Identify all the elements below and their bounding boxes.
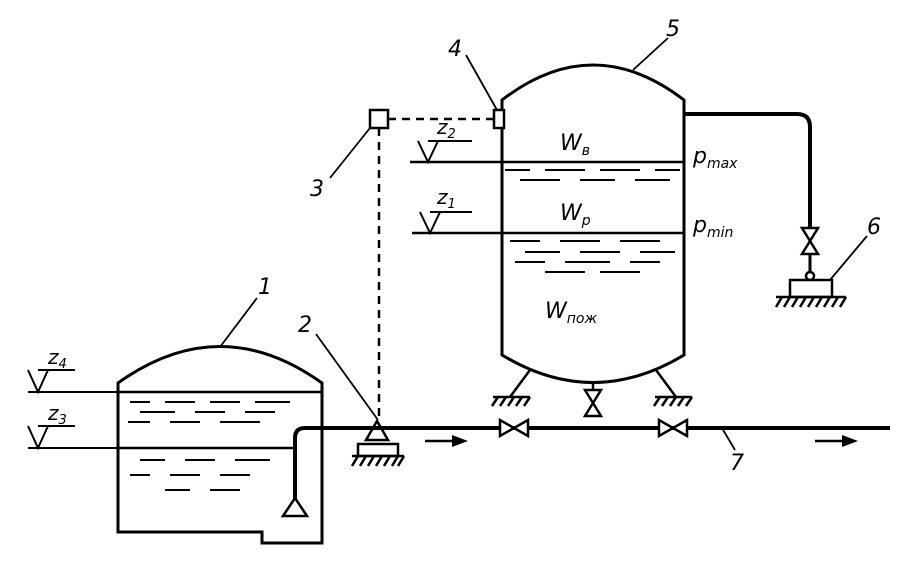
tank-water-dashes (128, 401, 290, 491)
sensor-number-label: 4 (448, 37, 462, 62)
air-line (684, 112, 812, 228)
hydropneumatic-vessel (500, 63, 686, 384)
valve-icon (498, 417, 530, 439)
pump-number-label: 2 (298, 313, 312, 338)
vessel-support-right (652, 369, 694, 407)
level-marker-z2 (417, 140, 472, 165)
volume-wp-label: Wр (560, 201, 591, 229)
flow-arrow-right (815, 435, 858, 447)
vessel-support-left (490, 369, 532, 407)
air-valve-icon (799, 226, 821, 256)
control-lines-dashed (377, 117, 494, 418)
vessel-level-lines (410, 160, 684, 235)
pressure-min-label: pmin (692, 213, 733, 241)
relay-number-label: 3 (310, 177, 324, 202)
level-marker-z3 (27, 425, 118, 451)
volume-wb-label: Wв (560, 131, 590, 159)
vessel-water-dashes (505, 169, 680, 273)
tank-water-level-lines (118, 390, 322, 450)
pump (350, 418, 406, 467)
drain-valve-icon (582, 384, 604, 418)
compressor-number-label: 6 (867, 215, 881, 240)
vessel-number-label: 5 (666, 17, 680, 42)
level-marker-z4 (27, 369, 118, 395)
flow-arrow-left (425, 435, 468, 447)
compressor (774, 270, 848, 308)
volume-wpozh-label: Wпож (545, 299, 597, 327)
storage-tank (116, 345, 324, 545)
pressure-sensor (492, 108, 506, 130)
pressure-max-label: pmax (692, 144, 738, 172)
level-z2-label: z2 (436, 115, 456, 142)
valve-icon (657, 417, 689, 439)
level-marker-z1 (419, 211, 472, 236)
level-z3-label: z3 (47, 401, 67, 428)
level-z1-label: z1 (436, 185, 456, 212)
level-z4-label: z4 (47, 345, 67, 372)
pipeline-number-label: 7 (730, 451, 744, 476)
pressure-relay (368, 108, 390, 130)
foot-valve-icon (280, 495, 310, 518)
tank-number-label: 1 (258, 275, 272, 300)
suction-pipe (293, 426, 372, 500)
callout-leaders (219, 37, 868, 451)
